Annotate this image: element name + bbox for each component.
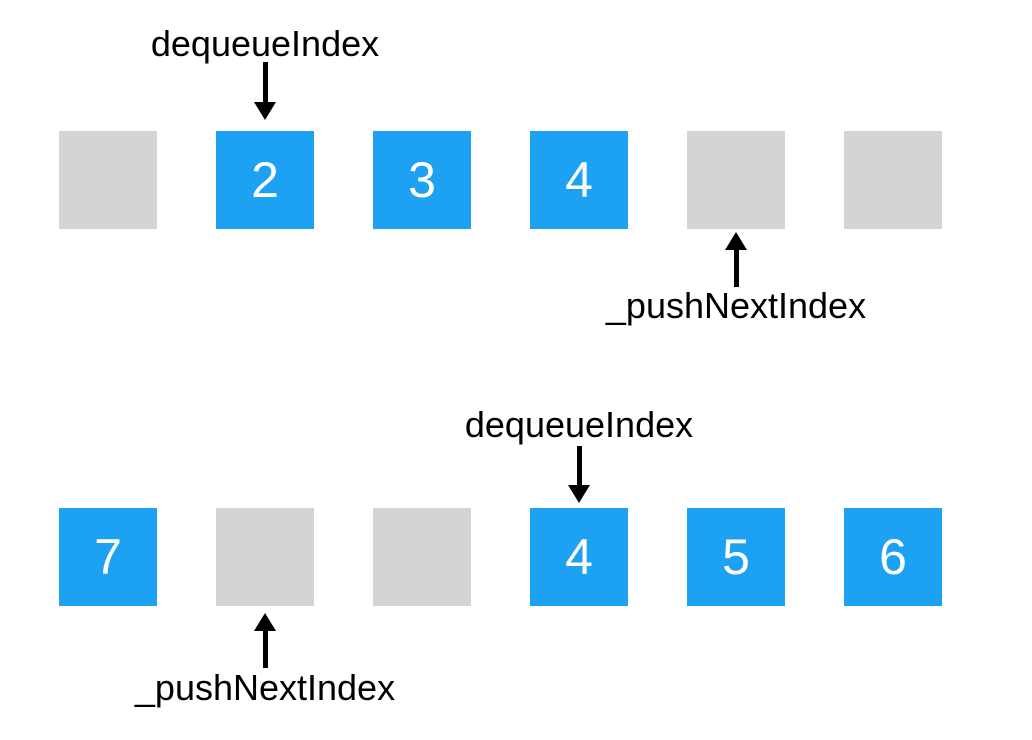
queue-cell: [844, 131, 942, 229]
arrow-head: [568, 485, 590, 503]
cell-value: 7: [94, 529, 122, 585]
cell-value: 5: [722, 529, 750, 585]
queue-cell: 4: [530, 508, 628, 606]
queue-cell: [216, 508, 314, 606]
cell-value: 6: [879, 529, 907, 585]
queue-cell: [373, 508, 471, 606]
queue-row-state-1: 2 3 4: [59, 131, 942, 229]
queue-cell: 3: [373, 131, 471, 229]
queue-cell: 4: [530, 131, 628, 229]
arrow-shaft: [576, 446, 582, 485]
down-arrow-icon: [568, 446, 590, 503]
queue-cell: [687, 131, 785, 229]
push-next-index-label: _pushNextIndex: [134, 667, 396, 708]
queue-cell: 6: [844, 508, 942, 606]
up-arrow-icon: [254, 613, 276, 668]
push-next-index-label: _pushNextIndex: [605, 285, 867, 326]
arrow-shaft: [262, 631, 268, 668]
cell-value: 2: [251, 152, 279, 208]
down-arrow-icon: [254, 62, 276, 120]
cell-value: 4: [565, 152, 593, 208]
arrow-head: [254, 613, 276, 631]
queue-cell: 5: [687, 508, 785, 606]
arrow-head: [725, 232, 747, 250]
queue-row-state-2: 7 4 5 6: [59, 508, 942, 606]
cell-value: 3: [408, 152, 436, 208]
cell-value: 4: [565, 529, 593, 585]
up-arrow-icon: [725, 232, 747, 287]
queue-cell: 2: [216, 131, 314, 229]
arrow-shaft: [262, 62, 268, 102]
arrow-shaft: [733, 250, 739, 287]
dequeue-index-label: dequeueIndex: [150, 23, 380, 64]
queue-cell: 7: [59, 508, 157, 606]
arrow-head: [254, 102, 276, 120]
queue-cell: [59, 131, 157, 229]
dequeue-index-label: dequeueIndex: [464, 404, 694, 445]
